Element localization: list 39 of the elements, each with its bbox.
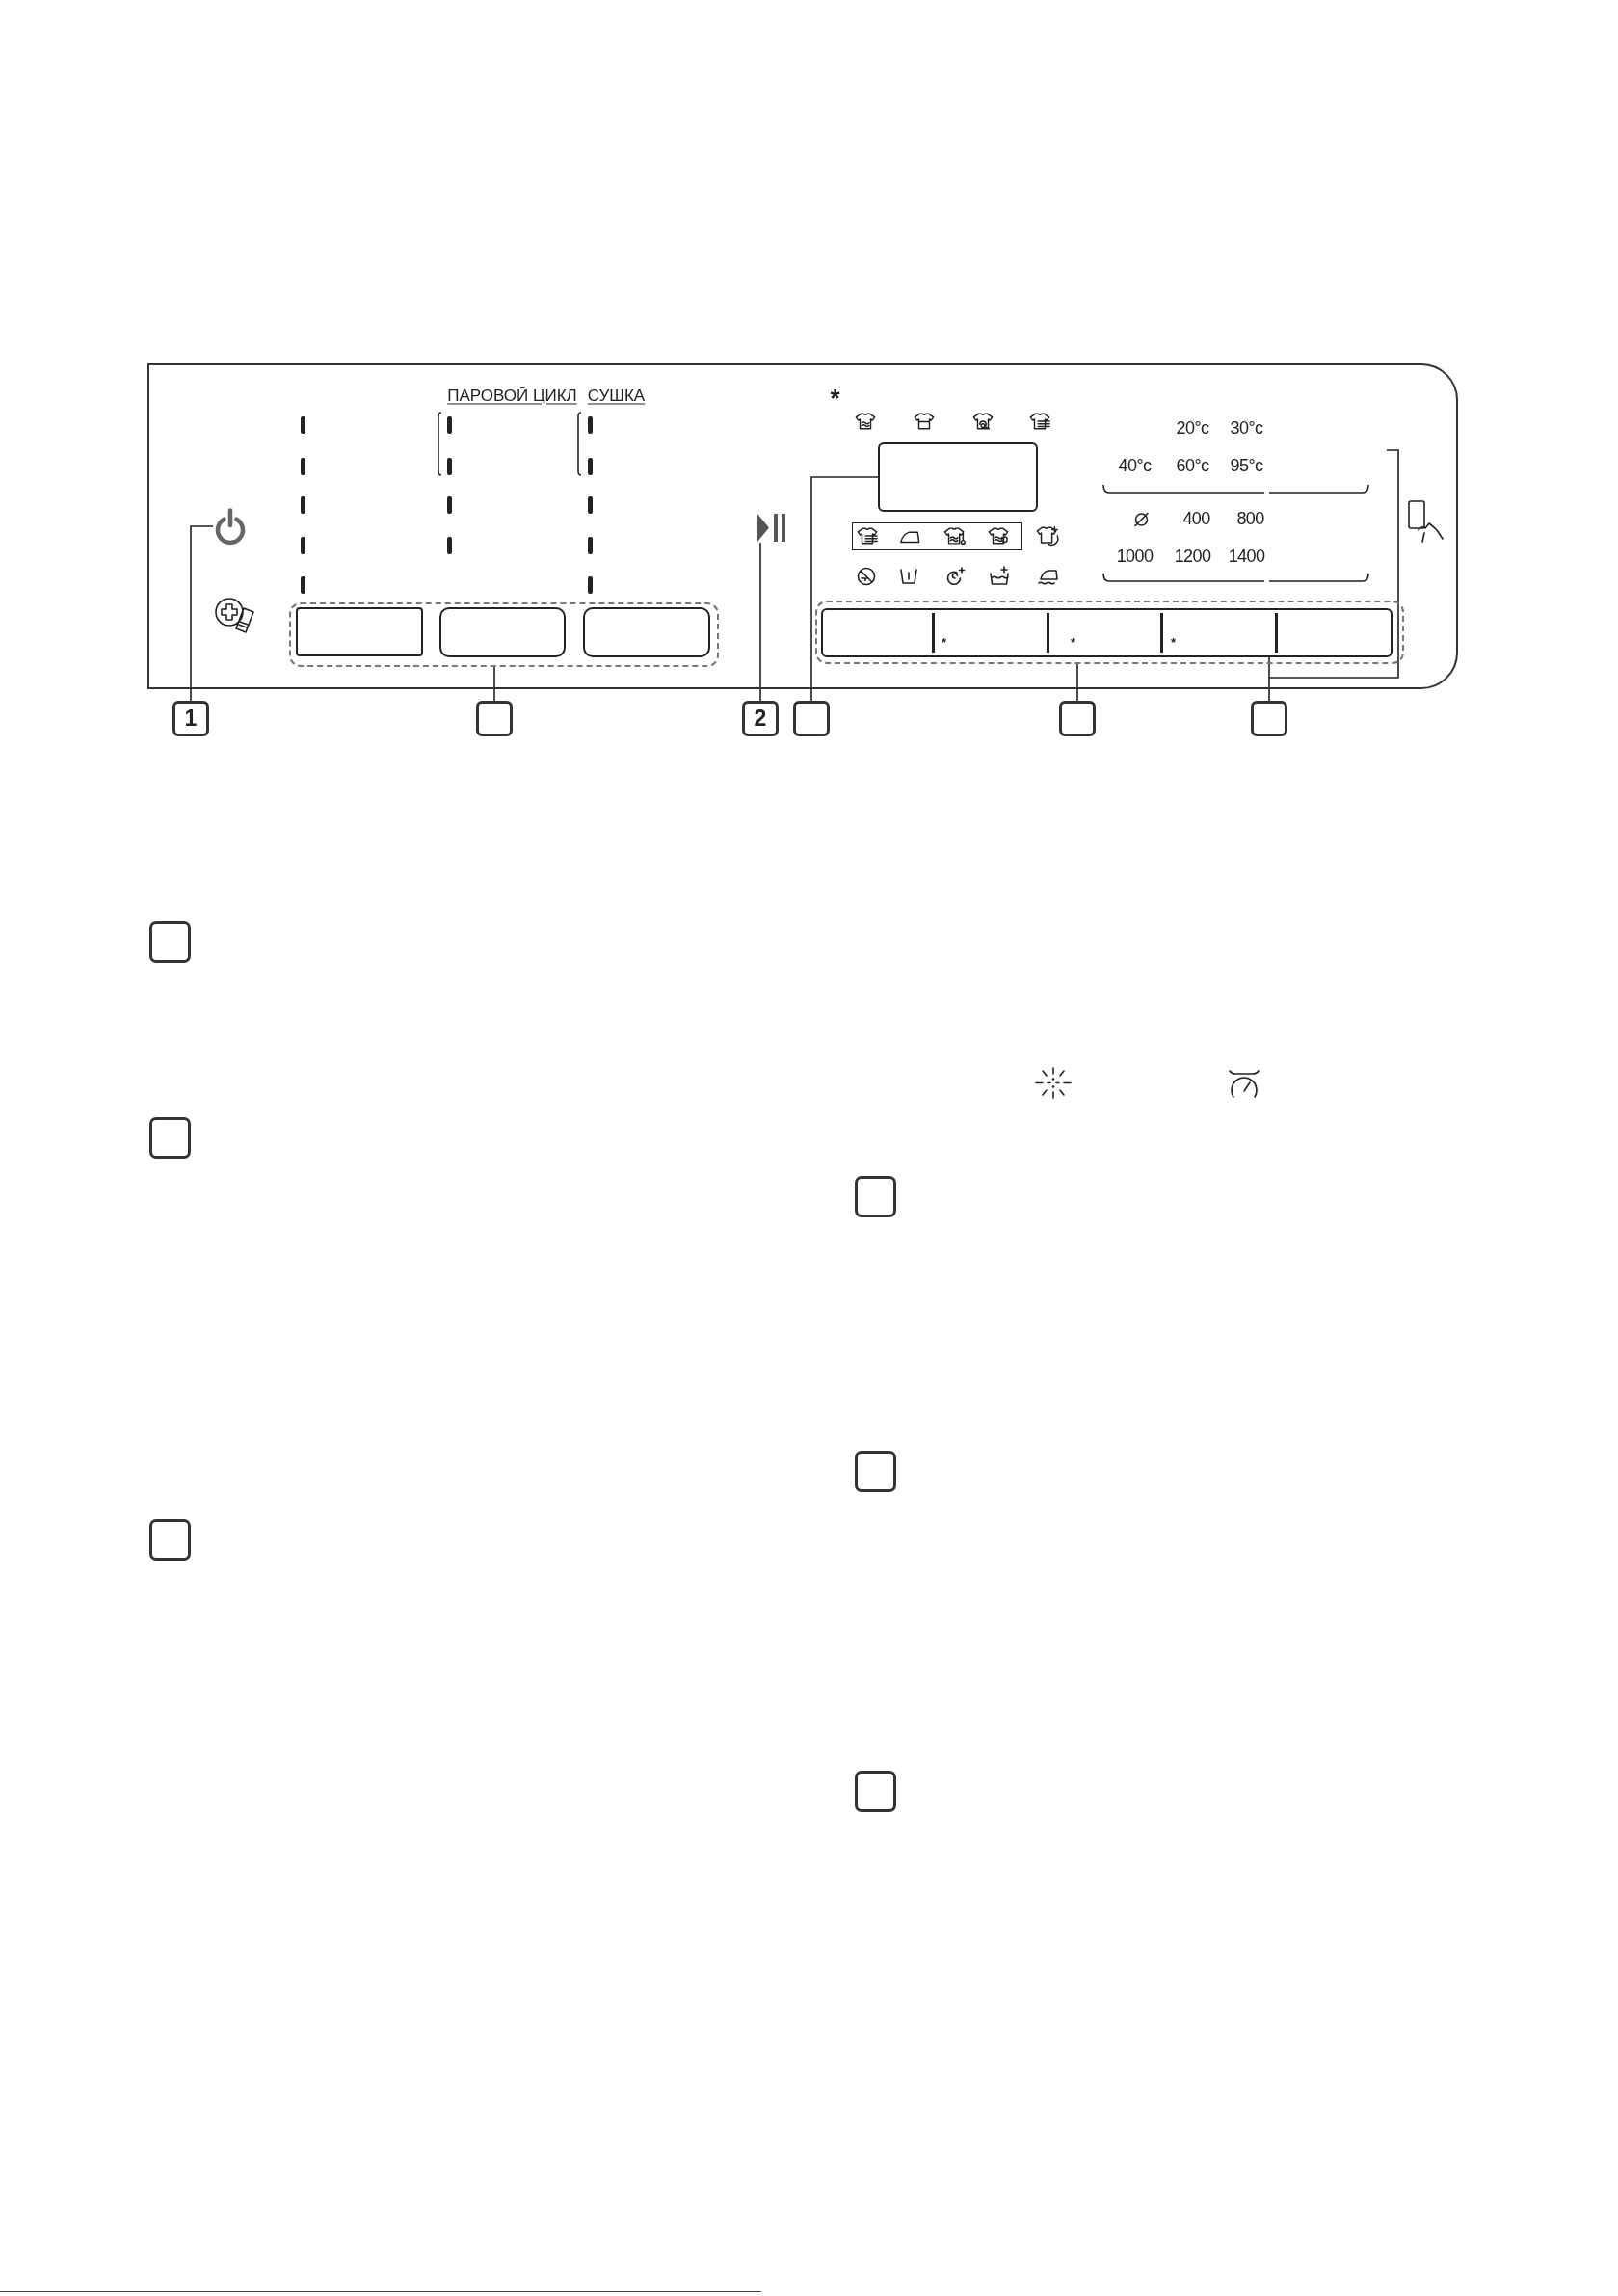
callout-number: 2	[742, 701, 779, 736]
footnote-mark: *	[941, 635, 947, 648]
leader-line	[190, 525, 214, 702]
footnote-mark: *	[1170, 635, 1177, 648]
spin-speed-label: 400	[1182, 509, 1210, 527]
temperature-label: 60°c	[1176, 456, 1209, 474]
callout-box	[1251, 701, 1287, 736]
spin-speed-label: 1200	[1174, 547, 1211, 565]
play-pause-icon	[756, 512, 786, 543]
temperature-label: 20°c	[1176, 418, 1209, 437]
callout-box	[476, 701, 513, 736]
spin-speed-label: 1000	[1116, 547, 1154, 565]
temperature-label: 95°c	[1230, 456, 1263, 474]
callout-box	[149, 921, 191, 963]
temperature-label: 40°c	[1118, 456, 1152, 474]
callout-box	[1059, 701, 1096, 736]
leader-line	[493, 666, 495, 702]
callout-box	[855, 1771, 896, 1812]
callout-box	[855, 1176, 896, 1217]
display-screen	[877, 441, 1038, 512]
spin-speed-label: 1400	[1228, 547, 1265, 565]
button-group	[288, 601, 719, 667]
option-caption: ПАРОВОЙ ЦИКЛ	[447, 387, 577, 403]
callout-box	[149, 1519, 191, 1561]
spin-speed-label: 800	[1236, 509, 1264, 527]
leader-line	[1076, 663, 1078, 702]
leader-line	[1268, 449, 1399, 702]
asterisk-mark: *	[830, 385, 840, 411]
footnote-mark: *	[1070, 635, 1076, 648]
temperature-label: 30°c	[1230, 418, 1263, 437]
callout-box	[793, 701, 830, 736]
option-caption: СУШКА	[587, 387, 646, 403]
callout-box	[855, 1451, 896, 1492]
leader-line	[759, 542, 761, 702]
control-panel	[147, 363, 1458, 689]
button-group	[814, 600, 1404, 664]
callout-number: 1	[172, 701, 209, 736]
callout-box	[149, 1117, 191, 1159]
leader-line	[810, 476, 879, 702]
